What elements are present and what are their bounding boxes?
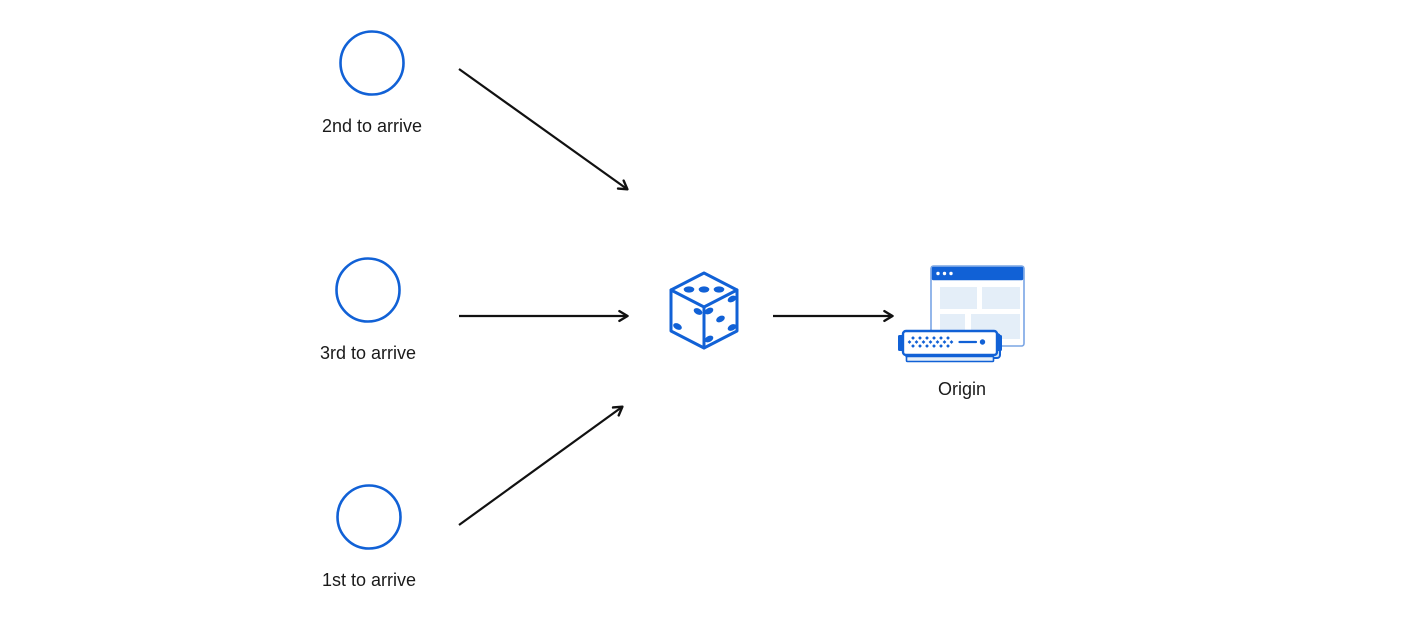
man-short-hair-avatar-icon xyxy=(335,257,401,323)
client-label: 1st to arrive xyxy=(321,570,417,590)
man-swept-hair-avatar-icon xyxy=(339,30,405,96)
client-1st-to-arrive: 1st to arrive xyxy=(299,483,439,592)
arrow-client2-to-dice xyxy=(458,68,629,191)
origin-label: Origin xyxy=(937,379,986,399)
client-label: 3rd to arrive xyxy=(319,343,417,363)
client-3rd-to-arrive: 3rd to arrive xyxy=(298,256,438,365)
origin-server-browser-icon xyxy=(898,265,1025,363)
client-label: 2nd to arrive xyxy=(321,116,423,136)
dice-node xyxy=(668,270,740,350)
client-2nd-to-arrive: 2nd to arrive xyxy=(302,29,442,138)
arrow-client1-to-dice xyxy=(458,405,624,526)
origin-node: Origin xyxy=(892,262,1032,401)
server-diamond-texture xyxy=(907,336,954,348)
woman-bun-hair-avatar-icon xyxy=(336,484,402,550)
dice-icon xyxy=(669,271,739,350)
